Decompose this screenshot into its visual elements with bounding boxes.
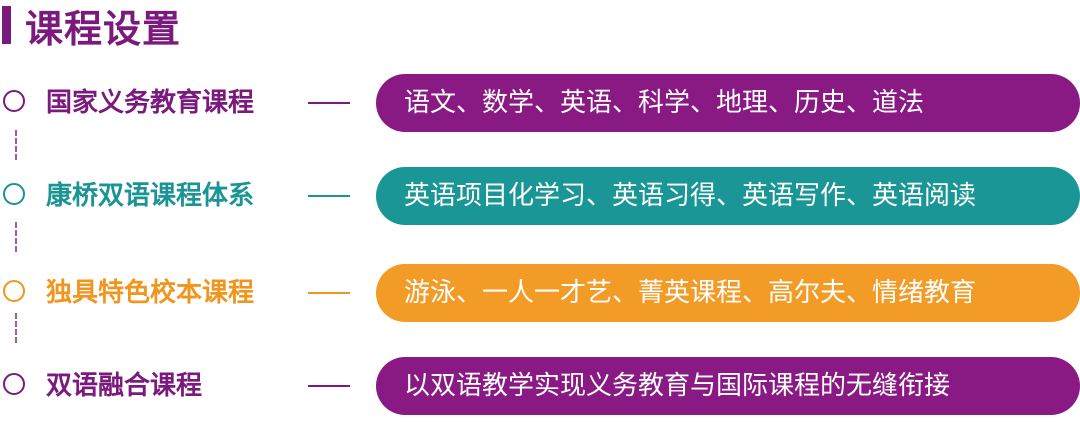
course-category-label: 康桥双语课程体系 xyxy=(46,181,255,211)
title-accent-bar xyxy=(2,6,11,44)
course-content-pill: 英语项目化学习、英语习得、英语写作、英语阅读 xyxy=(376,167,1080,225)
course-category-label: 双语融合课程 xyxy=(46,371,203,401)
course-row-bilingual-system: 康桥双语课程体系 英语项目化学习、英语习得、英语写作、英语阅读 xyxy=(0,167,1080,225)
connector-line xyxy=(15,130,17,160)
course-category-label: 国家义务教育课程 xyxy=(46,88,255,118)
section-header: 课程设置 xyxy=(0,0,182,51)
circle-icon xyxy=(3,183,25,205)
circle-icon xyxy=(3,373,25,395)
course-row-national: 国家义务教育课程 语文、数学、英语、科学、地理、历史、道法 xyxy=(0,74,1080,132)
dash-connector xyxy=(308,195,350,197)
course-row-school-based: 独具特色校本课程 游泳、一人一才艺、菁英课程、高尔夫、情绪教育 xyxy=(0,264,1080,322)
circle-icon xyxy=(3,280,25,302)
dash-connector xyxy=(308,385,350,387)
page-title: 课程设置 xyxy=(25,6,182,51)
circle-icon xyxy=(3,90,25,112)
connector-line xyxy=(15,313,17,343)
dash-connector xyxy=(308,292,350,294)
course-content-pill: 以双语教学实现义务教育与国际课程的无缝衔接 xyxy=(376,357,1080,415)
connector-line xyxy=(15,222,17,252)
dash-connector xyxy=(308,102,350,104)
course-category-label: 独具特色校本课程 xyxy=(46,278,255,308)
course-content-pill: 语文、数学、英语、科学、地理、历史、道法 xyxy=(376,74,1080,132)
course-row-integration: 双语融合课程 以双语教学实现义务教育与国际课程的无缝衔接 xyxy=(0,357,1080,415)
course-content-pill: 游泳、一人一才艺、菁英课程、高尔夫、情绪教育 xyxy=(376,264,1080,322)
